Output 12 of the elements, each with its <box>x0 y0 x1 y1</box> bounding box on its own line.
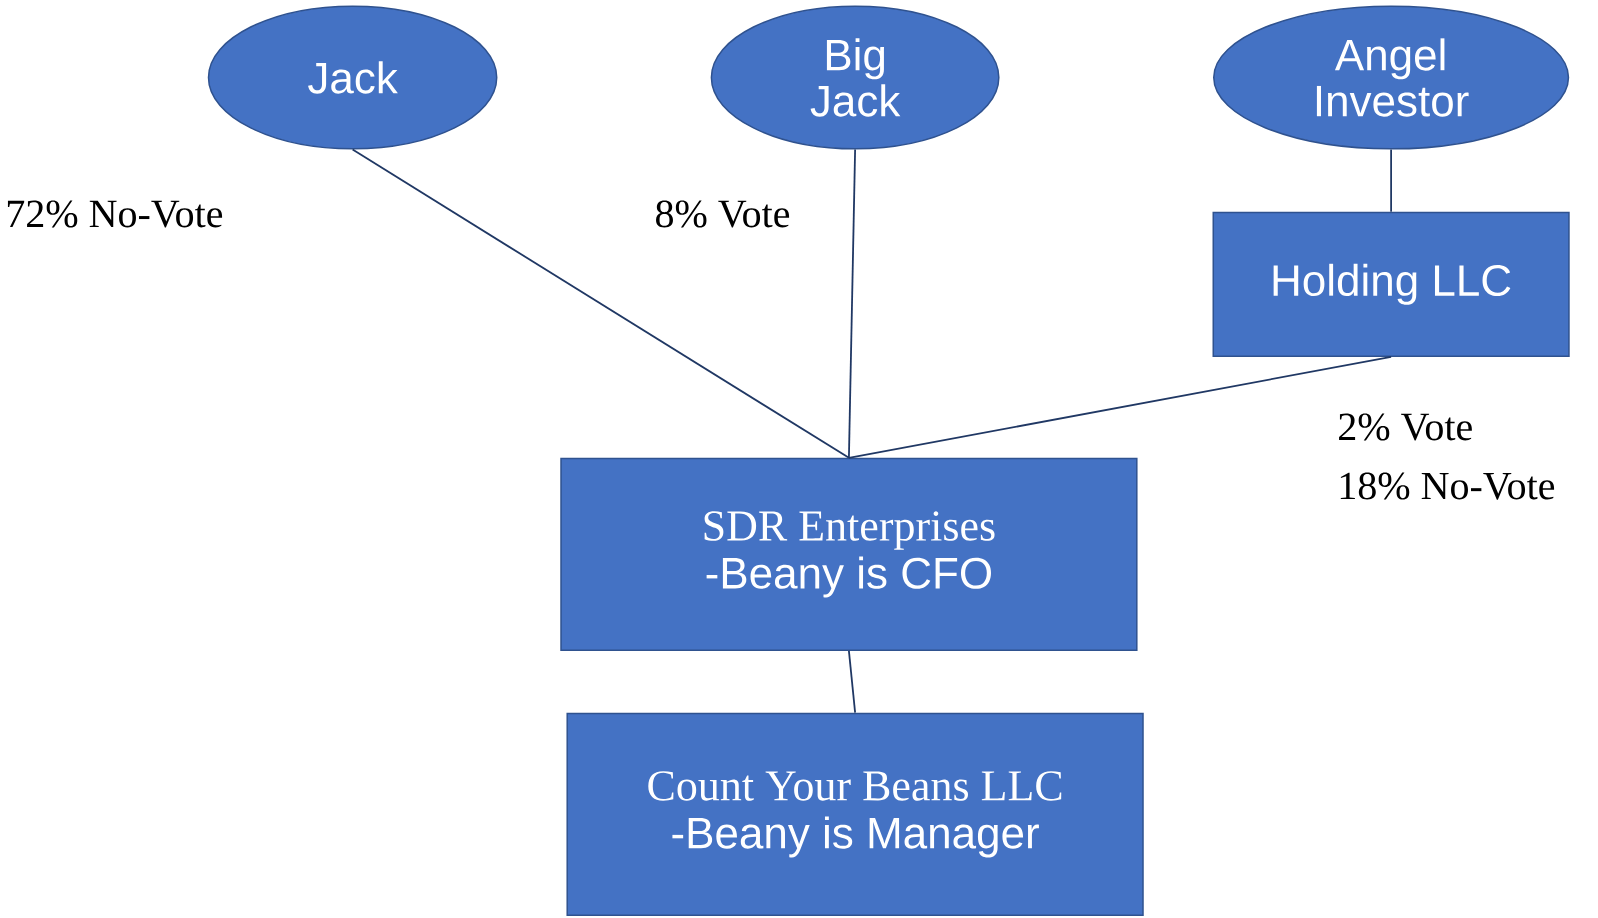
ownership-label: 8% Vote <box>656 200 790 228</box>
ownership-label: 2% Vote <box>1339 413 1472 441</box>
entity-box: Count Your Beans LLC -Beany is Manager <box>566 712 1144 916</box>
connector-line <box>1390 148 1392 213</box>
entity-box: SDR Enterprises -Beany is CFO <box>560 457 1138 651</box>
connector-line <box>848 356 1392 459</box>
connector-line <box>848 650 856 714</box>
entity-box: Holding LLC <box>1212 211 1570 357</box>
ownership-label: 18% No-Vote <box>1340 472 1555 500</box>
connector-line <box>848 148 856 459</box>
connector-line <box>351 148 850 459</box>
ownership-label: 72% No-Vote <box>7 200 223 228</box>
